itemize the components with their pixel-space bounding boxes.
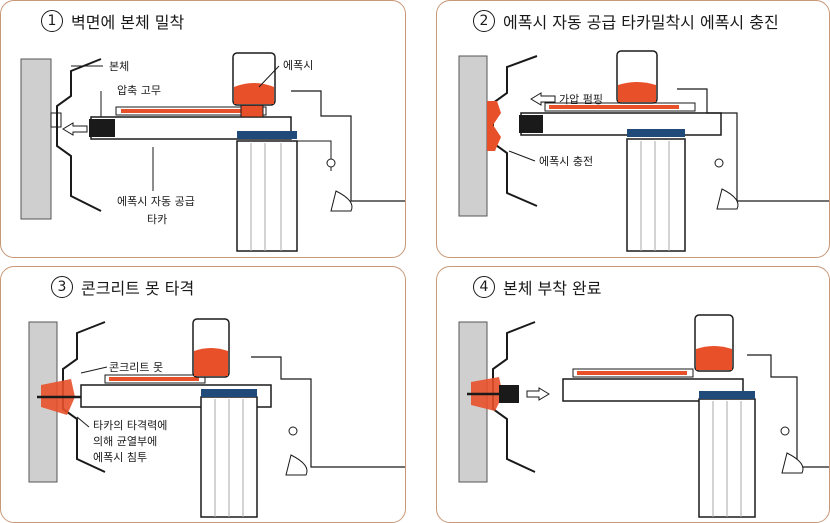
step-number-4: 4 — [473, 276, 495, 298]
panel-3-title-text: 콘크리트 못 타격 — [81, 279, 195, 298]
epoxy-line — [577, 371, 687, 375]
label-pump: 가압 펌핑 — [559, 93, 603, 106]
label-epoxy: 에폭시 — [283, 59, 313, 72]
panel-4-title-text: 본체 부착 완료 — [503, 279, 602, 298]
panel-3-diagram: 콘크리트 못 타카의 타격력에 의해 균열부에 에폭시 침투 — [28, 318, 405, 518]
label-rubber: 압축 고무 — [117, 84, 161, 97]
step-number-2: 2 — [473, 10, 495, 32]
label-auto-feed-1: 에폭시 자동 공급 — [117, 195, 195, 208]
panel-1-title-text: 벽면에 본체 밀착 — [71, 13, 185, 32]
label-nail: 콘크리트 못 — [109, 361, 163, 374]
panel-3-title: 3 콘크리트 못 타격 — [51, 275, 194, 299]
barrel — [562, 378, 744, 402]
panel-4-diagram — [458, 314, 829, 518]
step-number-1: 1 — [41, 10, 63, 32]
panel-step-1: 1 벽면에 본체 밀착 본체 압축 고무 에폭 — [0, 0, 406, 258]
epoxy-line — [121, 109, 241, 113]
push-arrow — [62, 122, 88, 136]
handle — [236, 140, 298, 252]
body-plate — [56, 58, 102, 212]
panel-2-diagram: 가압 펌핑 에폭시 충전 — [458, 50, 829, 252]
label-note-2: 의해 균열부에 — [93, 434, 157, 448]
rubber-tip — [89, 119, 115, 137]
label-body: 본체 — [109, 60, 129, 73]
label-auto-feed-2: 타카 — [147, 213, 167, 226]
panel-4-title: 4 본체 부착 완료 — [473, 275, 602, 299]
panel-2-title: 2 에폭시 자동 공급 타카밀착시 에폭시 충진 — [473, 9, 779, 33]
epoxy-fill — [487, 101, 501, 151]
label-fill: 에폭시 충전 — [539, 155, 593, 168]
panel-step-2: 2 에폭시 자동 공급 타카밀착시 에폭시 충진 가압 펌핑 에폭시 충전 — [436, 0, 830, 258]
barrel — [520, 112, 722, 136]
retract-arrow — [526, 387, 550, 401]
label-note-1: 타카의 타격력에 — [93, 419, 167, 432]
rubber-tip — [519, 115, 543, 133]
step-number-3: 3 — [51, 276, 73, 298]
panel-step-3: 3 콘크리트 못 타격 콘크리트 못 타카의 타격력에 의해 균열부에 에폭시 … — [0, 266, 406, 523]
panel-2-title-text: 에폭시 자동 공급 타카밀착시 에폭시 충진 — [503, 13, 779, 32]
panel-step-4: 4 본체 부착 완료 — [436, 266, 830, 523]
epoxy-line — [109, 377, 199, 381]
pump-arrow — [530, 92, 556, 106]
panel-1-title: 1 벽면에 본체 밀착 — [41, 9, 184, 33]
wall — [20, 58, 52, 220]
label-note-3: 에폭시 침투 — [93, 451, 147, 464]
epoxy-line — [549, 105, 679, 109]
panel-1-diagram: 본체 압축 고무 에폭시 에폭시 자동 공급 타카 — [20, 52, 405, 252]
handle — [626, 138, 686, 252]
wall — [458, 55, 488, 217]
